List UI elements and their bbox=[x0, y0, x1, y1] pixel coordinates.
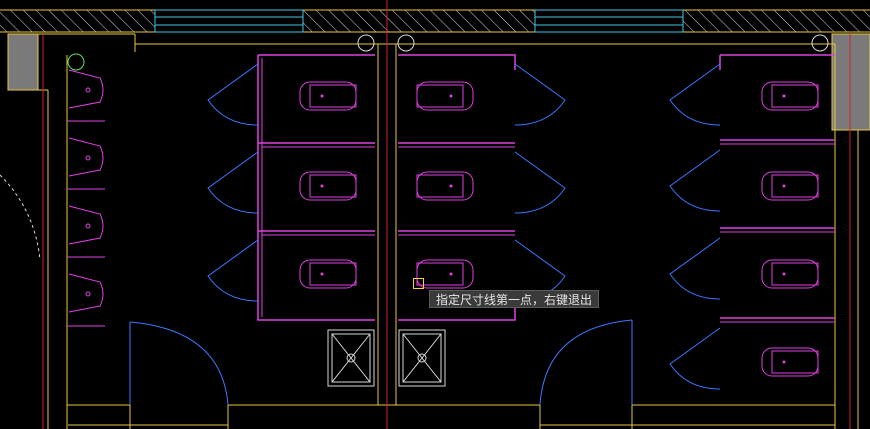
columns bbox=[7, 33, 870, 131]
top-wall bbox=[0, 9, 870, 33]
entry-doors bbox=[0, 174, 633, 406]
stall-bank-middle bbox=[398, 54, 566, 321]
axis-lines bbox=[42, 0, 851, 429]
pipe-circles bbox=[67, 34, 829, 71]
command-prompt-tooltip: 指定尺寸线第一点，右键退出 bbox=[429, 290, 600, 308]
walls bbox=[38, 33, 859, 429]
stall-bank-left bbox=[207, 54, 375, 321]
floor-drains bbox=[327, 329, 446, 387]
top-windows bbox=[154, 9, 684, 33]
urinals bbox=[67, 69, 105, 327]
stall-bank-far-right bbox=[669, 54, 835, 390]
snap-marker-icon bbox=[413, 278, 424, 289]
